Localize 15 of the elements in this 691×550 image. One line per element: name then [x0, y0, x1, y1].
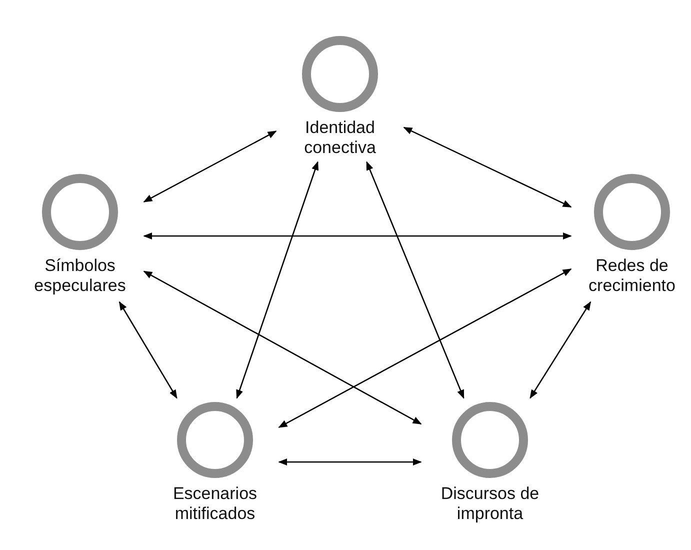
- double-arrow: [403, 126, 572, 208]
- double-arrow: [143, 270, 422, 425]
- node-label: Símbolos especulares: [33, 256, 127, 296]
- double-arrow: [530, 301, 592, 399]
- double-arrow: [236, 161, 319, 399]
- double-arrow: [143, 130, 277, 202]
- node-label: Redes de crecimiento: [588, 256, 676, 296]
- double-arrow: [278, 268, 572, 428]
- double-arrow: [278, 458, 422, 466]
- node-label: Identidad conectiva: [303, 118, 377, 158]
- double-arrow: [143, 232, 572, 240]
- node-label: Escenarios mitificados: [172, 484, 258, 524]
- node-label: Discursos de impronta: [440, 484, 540, 524]
- double-arrow: [118, 301, 178, 399]
- double-arrow: [366, 161, 464, 399]
